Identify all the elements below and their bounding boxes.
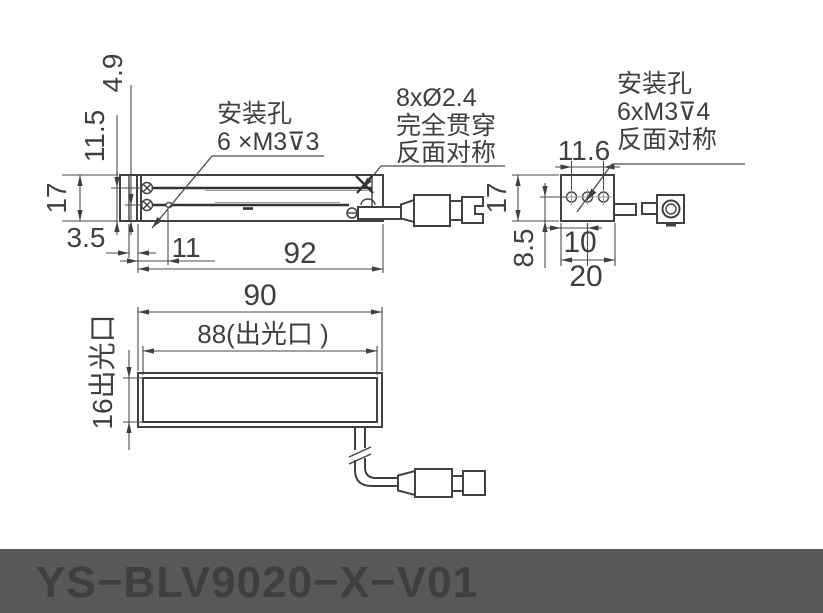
label-anzhuangkong-1: 安装孔	[217, 100, 292, 128]
dim-17-end: 17	[481, 182, 512, 213]
side-view-dimensions: 17 11.5 4.9 3.5 11 92	[41, 54, 384, 273]
dim-11_5: 11.5	[79, 110, 110, 162]
end-hole-arc	[360, 198, 376, 206]
label-mounting-holes-side: 安装孔 6 ×M3⊽3	[151, 100, 324, 229]
dim-3_5: 3.5	[67, 222, 106, 253]
light-emitting-window	[142, 377, 378, 423]
cable-connector-end	[613, 194, 685, 227]
dim-10: 10	[563, 226, 596, 259]
dim-16-window: 16出光口	[87, 314, 118, 429]
end-screws	[140, 181, 154, 212]
cable-connector-front	[348, 427, 486, 498]
label-anzhuangkong-2: 安装孔	[617, 70, 692, 98]
dim-4_9: 4.9	[97, 54, 128, 93]
label-6xm3-3: 6 ×M3⊽3	[217, 128, 319, 156]
label-6xm3-4: 6xM3⊽4	[617, 98, 710, 126]
dim-90: 90	[243, 279, 276, 312]
dim-88-window: 88(出光口 )	[197, 319, 328, 349]
dim-11: 11	[171, 232, 200, 263]
model-number: YS−BLV9020−X−V01	[36, 558, 478, 607]
end-view	[560, 174, 685, 227]
label-through-holes: 8xØ2.4 完全贯穿 反面对称	[355, 84, 505, 194]
dim-8_5: 8.5	[508, 229, 539, 268]
dim-20: 20	[569, 260, 602, 293]
title-bar: YS−BLV9020−X−V01	[0, 549, 823, 613]
cable-connector-top	[357, 194, 484, 227]
label-symmetric-back-1: 反面对称	[396, 139, 496, 167]
title-bar-background	[0, 549, 823, 613]
side-view	[119, 174, 484, 227]
label-symmetric-back-2: 反面对称	[617, 126, 717, 154]
dim-92: 92	[283, 237, 316, 270]
label-full-through: 完全贯穿	[396, 112, 496, 140]
end-view-dimensions: 11.6 17 8.5 10 20	[481, 135, 620, 293]
front-view	[137, 372, 486, 498]
front-view-dimensions: 90 88(出光口 ) 16出光口	[87, 279, 383, 450]
label-mounting-holes-end: 安装孔 6xM3⊽4 反面对称	[576, 70, 745, 213]
label-8xd2_4: 8xØ2.4	[396, 84, 477, 112]
dim-17-side: 17	[41, 182, 72, 213]
dim-11_6: 11.6	[558, 135, 610, 166]
